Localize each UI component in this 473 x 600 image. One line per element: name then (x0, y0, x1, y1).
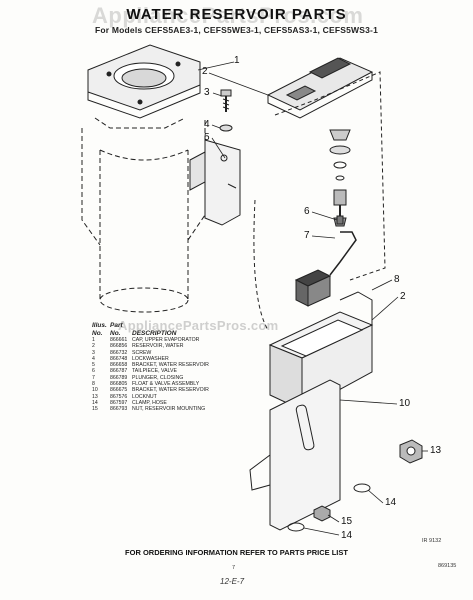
part-illus-no: 7 (92, 374, 95, 381)
watermark: AppliancePartsPros.com (92, 3, 364, 28)
header-illus-no: Illus. No. (92, 322, 107, 337)
float-valve-stack (329, 129, 351, 227)
valve-tailpiece (336, 215, 344, 225)
ordering-note: FOR ORDERING INFORMATION REFER TO PARTS … (125, 548, 348, 557)
part-number: 867597 (110, 399, 128, 406)
header-description: DESCRIPTION (132, 329, 177, 337)
header-part-no: Part No. (110, 322, 123, 337)
parts-list: Illus. No.Part No. DESCRIPTION 1 866661 CAP… (92, 322, 272, 413)
part-number: 866675 (110, 387, 128, 394)
part-illus-no: 13 (92, 393, 98, 400)
part-description: RESERVOIR, WATER (132, 343, 184, 350)
reservoir-mounting-nut (313, 505, 331, 522)
part-illus-no: 10 (92, 387, 98, 394)
lockwasher (219, 124, 233, 132)
parts-row: 1 866661 CAP, UPPER EVAPORATOR (92, 337, 272, 343)
part-description: PLUNGER, CLOSING (132, 374, 184, 381)
part-illus-no: 1 (92, 337, 95, 343)
part-illus-no: 6 (92, 368, 95, 375)
part-number: 866793 (110, 406, 128, 413)
parts-rows: 1 866661 CAP, UPPER EVAPORATOR 2 866856 RESER… (92, 337, 272, 413)
part-number: 866658 (110, 362, 128, 369)
part-illus-no: 2 (92, 343, 95, 350)
closing-plunger (329, 231, 357, 276)
evaporator-cap (87, 44, 201, 119)
part-illus-no: 15 (92, 406, 98, 413)
callout-4: 4 (204, 119, 210, 130)
part-illus-no: 8 (92, 381, 95, 388)
callout-10: 10 (399, 398, 411, 409)
parts-row: 5 866658 BRACKET, WATER RESERVOIR (92, 362, 272, 368)
callout-6: 6 (304, 206, 310, 217)
leader-lines (197, 61, 428, 536)
parts-row: 14 867597 CLAMP, HOSE (92, 400, 272, 406)
part-number: 866789 (110, 374, 128, 381)
callout-14-upper: 14 (385, 497, 397, 508)
parts-list-header: Illus. No.Part No. DESCRIPTION (92, 322, 272, 337)
callout-15: 15 (341, 516, 353, 527)
part-number: 866856 (110, 343, 128, 350)
drawing-code: IR 9132 (422, 538, 442, 544)
part-number: 866748 (110, 355, 128, 362)
float (294, 269, 332, 307)
callout-8: 8 (394, 274, 400, 285)
parts-row: 2 866856 RESERVOIR, WATER (92, 343, 272, 349)
part-illus-no: 4 (92, 355, 95, 362)
callout-14-lower: 14 (341, 530, 353, 541)
parts-row: 3 866732 SCREW (92, 350, 272, 356)
part-illus-no: 14 (92, 399, 98, 406)
callout-7: 7 (304, 230, 310, 241)
part-number: 866787 (110, 368, 128, 375)
assembly-outline (274, 71, 386, 281)
part-description: CAP, UPPER EVAPORATOR (132, 337, 200, 343)
parts-row: 8 866805 FLOAT & VALVE ASSEMBLY (92, 381, 272, 387)
part-number: 866661 (110, 337, 128, 343)
part-number: 866805 (110, 381, 128, 388)
hose-clamp-lower (287, 522, 305, 532)
locknut (399, 439, 423, 464)
document-code: 869135 (438, 563, 457, 569)
callout-2-lower: 2 (400, 291, 406, 302)
reservoir-cover (266, 57, 374, 119)
drain-hose (253, 199, 269, 331)
watermark-secondary: AppliancePartsPros.com (118, 318, 279, 333)
reservoir-bracket-upper (189, 139, 241, 226)
part-description: CLAMP, HOSE (132, 399, 167, 406)
parts-row: 13 867576 LOCKNUT (92, 394, 272, 400)
part-description: TAILPIECE, VALVE (132, 368, 177, 375)
handwritten-note: 12-E-7 (220, 577, 245, 586)
part-description: LOCKWASHER (132, 355, 169, 362)
callout-3: 3 (204, 87, 210, 98)
part-illus-no: 5 (92, 362, 95, 369)
callout-1: 1 (234, 55, 240, 66)
callout-2-upper: 2 (202, 66, 208, 77)
parts-row: 7 866789 PLUNGER, CLOSING (92, 375, 272, 381)
parts-row: 10 866675 BRACKET, WATER RESERVOIR (92, 387, 272, 393)
page-number: 7 (232, 565, 236, 571)
evaporator-tube (81, 117, 206, 313)
part-number: 867576 (110, 393, 128, 400)
part-description: LOCKNUT (132, 393, 157, 400)
screw (220, 89, 232, 112)
reservoir-bracket-lower (249, 379, 341, 531)
parts-row: 15 866793 NUT, RESERVOIR MOUNTING (92, 406, 272, 412)
parts-row: 4 866748 LOCKWASHER (92, 356, 272, 362)
part-number: 866732 (110, 349, 128, 356)
part-illus-no: 3 (92, 349, 95, 356)
part-description: NUT, RESERVOIR MOUNTING (132, 406, 206, 413)
hose-clamp-upper (353, 483, 371, 493)
callout-13: 13 (430, 445, 442, 456)
part-description: FLOAT & VALVE ASSEMBLY (132, 381, 200, 388)
part-description: BRACKET, WATER RESERVOIR (132, 387, 209, 394)
callout-5: 5 (204, 132, 210, 143)
part-description: SCREW (132, 349, 152, 356)
part-description: BRACKET, WATER RESERVOIR (132, 362, 209, 369)
parts-row: 6 866787 TAILPIECE, VALVE (92, 368, 272, 374)
page-title: WATER RESERVOIR PARTS (126, 6, 347, 23)
model-list: For Models CEFS5AE3-1, CEFS5WE3-1, CEFS5… (95, 25, 378, 35)
